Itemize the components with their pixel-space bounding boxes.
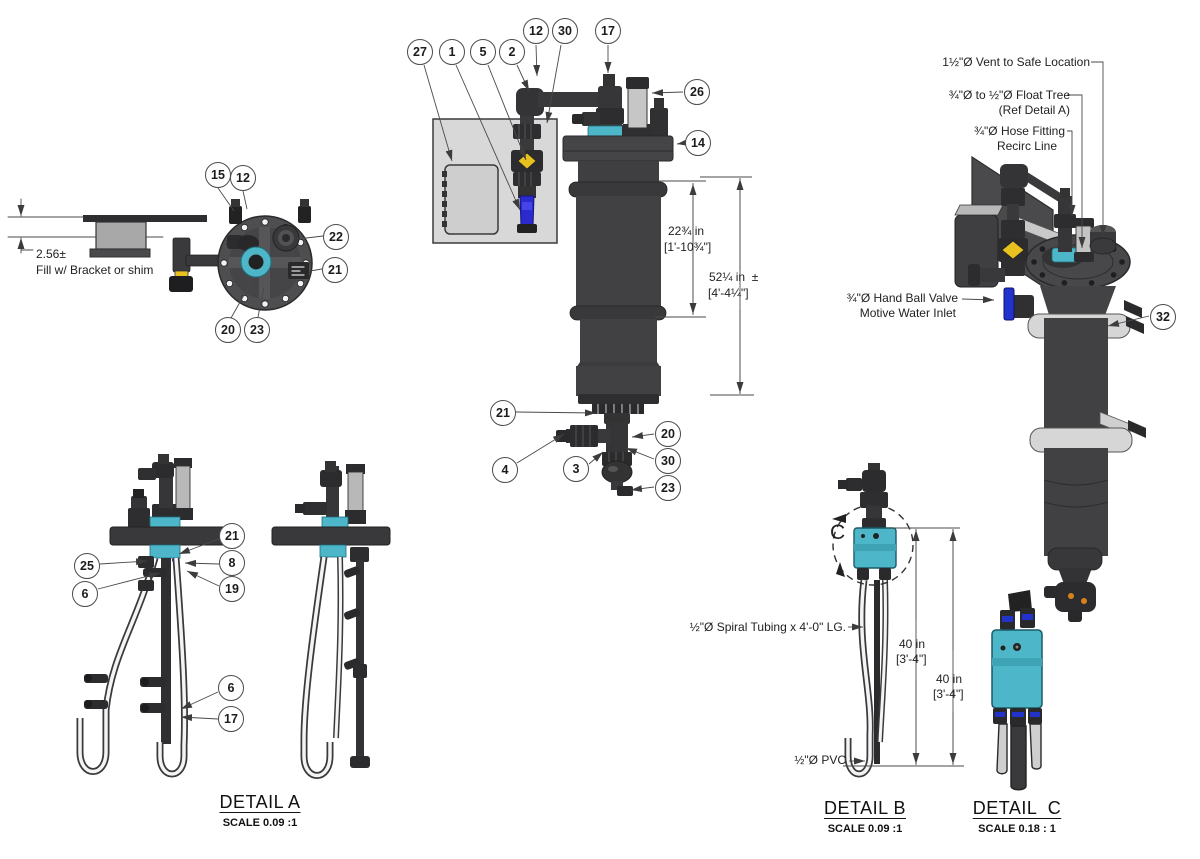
balloon-32: 32 bbox=[1150, 304, 1176, 330]
float-tree-label: ¾"Ø to ½"Ø Float Tree bbox=[948, 88, 1070, 102]
balloon-20-flange: 20 bbox=[215, 317, 241, 343]
cyan-manifold-detail-c bbox=[991, 629, 1043, 709]
balloon-30-bottom: 30 bbox=[655, 448, 681, 474]
detail-c-title-block: DETAIL C SCALE 0.18 : 1 bbox=[947, 798, 1087, 835]
detail-a-title-block: DETAIL A SCALE 0.09 :1 bbox=[190, 792, 330, 829]
detail-b-scale: SCALE 0.09 :1 bbox=[827, 823, 903, 835]
dim-upper-inches: 22¾ in bbox=[668, 224, 705, 238]
balloon-6-upper: 6 bbox=[72, 581, 98, 607]
balloon-1: 1 bbox=[439, 39, 465, 65]
balloon-3: 3 bbox=[563, 456, 589, 482]
balloon-30-main: 30 bbox=[552, 18, 578, 44]
balloon-27: 27 bbox=[407, 39, 433, 65]
drain-tee bbox=[606, 422, 628, 456]
balloon-21-main: 21 bbox=[490, 400, 516, 426]
view-main-assembly bbox=[432, 74, 674, 496]
tube-length-2-in: 40 in bbox=[936, 672, 963, 686]
detail-a-title: DETAIL A bbox=[219, 792, 301, 812]
view-detail-a bbox=[76, 454, 391, 779]
recirc-line-label: Recirc Line bbox=[996, 139, 1057, 153]
pipe-elbow bbox=[516, 88, 544, 116]
vent-label: 1½"Ø Vent to Safe Location bbox=[942, 55, 1090, 69]
view-detail-c bbox=[991, 590, 1043, 791]
balloon-12-main: 12 bbox=[523, 18, 549, 44]
hand-ball-valve-handle bbox=[1003, 287, 1015, 321]
tube-length-1-ft: [3'-4"] bbox=[896, 652, 927, 666]
tube-length-2-ft: [3'-4"] bbox=[933, 687, 964, 701]
vent-boss bbox=[1089, 237, 1117, 255]
fill-note: Fill w/ Bracket or shim bbox=[36, 263, 154, 277]
view-flange-top-left bbox=[7, 198, 313, 311]
balloon-2: 2 bbox=[499, 39, 525, 65]
detail-a-scale: SCALE 0.09 :1 bbox=[222, 817, 298, 829]
dim-total-feet: [4'-4¼"] bbox=[708, 286, 749, 300]
blue-solenoid-valve bbox=[519, 195, 535, 227]
balloon-23-flange: 23 bbox=[244, 317, 270, 343]
view-detail-b bbox=[832, 463, 914, 778]
detail-c-title: DETAIL C bbox=[972, 798, 1062, 818]
balloon-4: 4 bbox=[492, 457, 518, 483]
tube-length-1-in: 40 in bbox=[899, 637, 926, 651]
float-tree-ref-label: (Ref Detail A) bbox=[998, 103, 1070, 117]
sight-glass bbox=[627, 85, 648, 129]
dim-upper-feet: [1'-10¾"] bbox=[664, 240, 712, 254]
view-iso-assembly bbox=[954, 155, 1146, 622]
balloon-14: 14 bbox=[685, 130, 711, 156]
hand-valve-label: ¾"Ø Hand Ball Valve bbox=[846, 291, 958, 305]
detail-b-title: DETAIL B bbox=[823, 798, 907, 818]
balloon-21-flange: 21 bbox=[322, 257, 348, 283]
bottom-valve bbox=[1055, 582, 1096, 612]
pvc-drop-tube bbox=[161, 558, 171, 744]
dimension-lines bbox=[655, 176, 964, 767]
tank-top-flange bbox=[562, 135, 674, 162]
balloon-19: 19 bbox=[219, 576, 245, 602]
section-c-letter: C bbox=[830, 521, 846, 544]
motive-water-label: Motive Water Inlet bbox=[859, 306, 956, 320]
hose-fitting-label: ¾"Ø Hose Fitting bbox=[974, 124, 1065, 138]
section-c-circle bbox=[832, 504, 914, 586]
balloon-5: 5 bbox=[470, 39, 496, 65]
bracket bbox=[95, 221, 147, 250]
balloon-17-main: 17 bbox=[595, 18, 621, 44]
cyan-bushing-top bbox=[149, 516, 181, 529]
balloon-25: 25 bbox=[74, 553, 100, 579]
fill-dimension-value: 2.56± bbox=[36, 247, 66, 261]
cyan-bushing-bottom bbox=[149, 544, 181, 559]
balloon-22: 22 bbox=[323, 224, 349, 250]
dim-total-inches: 52¼ in ± bbox=[709, 270, 759, 284]
spiral-tubing-label: ½"Ø Spiral Tubing x 4'-0" LG. bbox=[689, 620, 846, 634]
balloon-15: 15 bbox=[205, 162, 231, 188]
detail-b-title-block: DETAIL B SCALE 0.09 :1 bbox=[795, 798, 935, 835]
panel-enclosure bbox=[444, 164, 499, 235]
mounting-plate bbox=[83, 215, 207, 222]
balloon-8: 8 bbox=[219, 550, 245, 576]
balloon-12-flange: 12 bbox=[230, 165, 256, 191]
balloon-17-detail-a: 17 bbox=[218, 706, 244, 732]
balloon-26: 26 bbox=[684, 79, 710, 105]
hand-ball-valve-body bbox=[1010, 295, 1034, 318]
leader-lines bbox=[97, 44, 1150, 765]
balloon-6-lower: 6 bbox=[218, 675, 244, 701]
drain-ball-valve bbox=[601, 460, 633, 484]
balloon-23-main: 23 bbox=[655, 475, 681, 501]
balloon-20-main: 20 bbox=[655, 421, 681, 447]
flange-bar-right bbox=[271, 526, 391, 546]
tank-body bbox=[576, 196, 661, 308]
float-rod bbox=[356, 560, 364, 760]
detail-c-scale: SCALE 0.18 : 1 bbox=[978, 823, 1056, 835]
balloon-21-detail-a: 21 bbox=[219, 523, 245, 549]
pvc-label: ½"Ø PVC bbox=[794, 753, 846, 767]
